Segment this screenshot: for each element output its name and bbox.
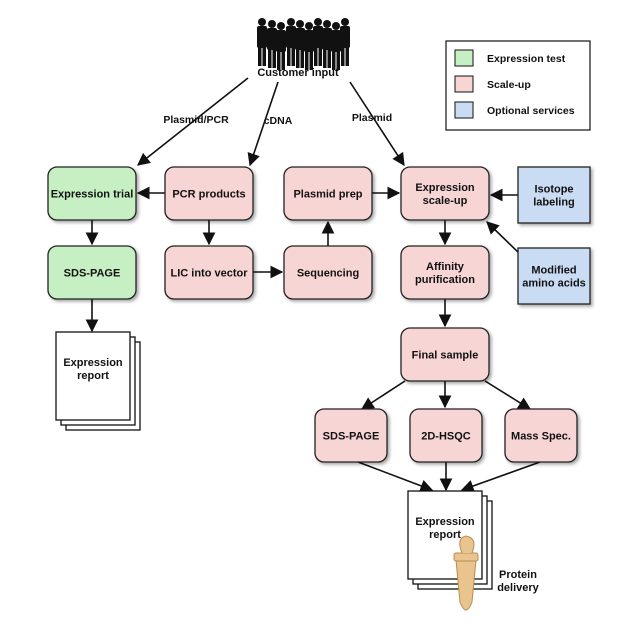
- node-box: [400, 245, 490, 300]
- legend-swatch: [454, 49, 474, 67]
- protein-tube-icon: [453, 535, 479, 611]
- node-label: SDS-PAGE: [323, 431, 380, 443]
- legend-label: Scale-up: [487, 79, 531, 91]
- node-final-sample: Final sample: [400, 327, 490, 382]
- node-sds-page-1: SDS-PAGE: [47, 245, 137, 300]
- report-page: [55, 331, 131, 421]
- node-label: Plasmid prep: [293, 189, 362, 201]
- node-label: labeling: [533, 197, 575, 209]
- customer-input-label: Customer input: [257, 67, 339, 79]
- edge-label-plasmid-pcr: Plasmid/PCR: [163, 114, 229, 126]
- report-label: Expression: [415, 516, 475, 528]
- legend-label: Expression test: [487, 53, 566, 65]
- node-sds-page-2: SDS-PAGE: [314, 408, 388, 463]
- node-box: [314, 408, 388, 463]
- node-mass-spec: Mass Spec.: [504, 408, 578, 463]
- node-box: [283, 245, 373, 300]
- protein-delivery-label: delivery: [497, 582, 539, 594]
- node-label: LIC into vector: [170, 268, 248, 280]
- edge-label-cdna: cDNA: [264, 115, 293, 127]
- node-box: [517, 166, 591, 224]
- legend-swatch: [454, 75, 474, 93]
- node-label: Isotope: [534, 184, 573, 196]
- legend-label: Optional services: [487, 105, 575, 117]
- node-box: [47, 245, 137, 300]
- node-label: 2D-HSQC: [421, 431, 471, 443]
- node-pcr-products: PCR products: [164, 166, 254, 221]
- node-label: PCR products: [172, 189, 245, 201]
- report-label: report: [77, 370, 109, 382]
- edge-mass-spec-to-report: [460, 461, 541, 493]
- report-label: Expression: [63, 357, 123, 369]
- node-label: Expression trial: [51, 189, 134, 201]
- customer-input: Customer input: [257, 18, 350, 79]
- node-expression-trial: Expression trial: [47, 166, 137, 221]
- edge-final-to-mass-spec: [484, 380, 532, 410]
- node-label: Modified: [531, 265, 576, 277]
- node-label: Expression: [415, 182, 475, 194]
- node-box: [504, 408, 578, 463]
- node-hsqc: 2D-HSQC: [409, 408, 483, 463]
- edge-customer-to-expression-scaleup: [349, 81, 405, 167]
- node-label: purification: [415, 274, 475, 286]
- node-label: Mass Spec.: [511, 431, 571, 443]
- node-label: Sequencing: [297, 268, 359, 280]
- node-box: [409, 408, 483, 463]
- edge-customer-to-pcr-products: [247, 81, 279, 167]
- edge-labels-layer: Plasmid/PCR cDNA Plasmid: [163, 112, 392, 127]
- node-label: amino acids: [522, 278, 586, 290]
- edge-customer-to-expression-trial: [136, 77, 249, 166]
- node-sequencing: Sequencing: [283, 245, 373, 300]
- node-box: [164, 166, 254, 221]
- node-lic-into-vector: LIC into vector: [164, 245, 254, 300]
- node-label: SDS-PAGE: [64, 268, 121, 280]
- people-silhouette-icon: [257, 18, 350, 70]
- node-box: [400, 166, 490, 221]
- legend-swatch: [454, 101, 474, 119]
- edge-label-plasmid: Plasmid: [352, 112, 392, 124]
- node-box: [164, 245, 254, 300]
- node-box: [400, 327, 490, 382]
- protein-delivery-label: Protein: [499, 569, 537, 581]
- edge-modified-to-scaleup: [486, 221, 523, 257]
- node-plasmid-prep: Plasmid prep: [283, 166, 373, 221]
- report-label: report: [429, 529, 461, 541]
- node-box: [283, 166, 373, 221]
- edge-sds-page-to-report: [357, 461, 434, 492]
- node-label: scale-up: [423, 195, 468, 207]
- node-label: Final sample: [412, 350, 479, 362]
- edge-final-to-sds-page: [360, 380, 406, 410]
- node-box: [517, 247, 591, 305]
- node-label: Affinity: [426, 261, 465, 273]
- node-box: [47, 166, 137, 221]
- edges-layer: [85, 77, 541, 493]
